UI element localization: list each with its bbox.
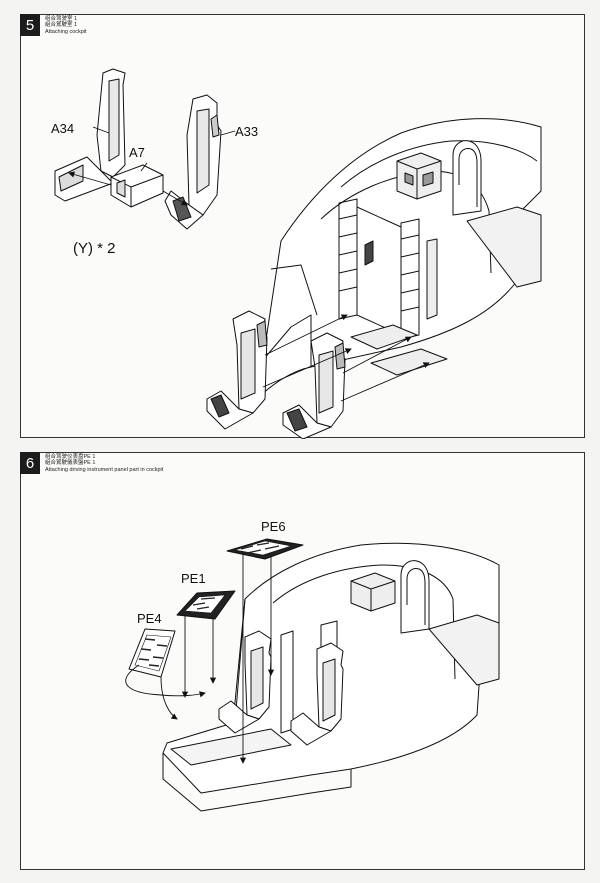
step-6-title-zh-traditional: 組合駕駛儀表盤PE 1	[45, 460, 96, 467]
step-5-number: 5	[20, 14, 40, 36]
step-5-title-en: Attaching cockpit	[45, 28, 87, 35]
step-6-title-zh-simplified: 组合驾驶仪表盘PE 1	[45, 454, 96, 460]
step-5-illustration: A34 A7 A33 (Y) * 2	[51, 68, 542, 439]
cockpit-tub	[256, 118, 542, 400]
step-6-number: 6	[20, 452, 40, 474]
label-quantity: (Y) * 2	[73, 240, 116, 257]
label-pe4: PE4	[137, 611, 162, 626]
step-6-illustration: PE6 PE1 PE4	[125, 519, 500, 812]
step-5-panel: 5 组合驾驶室 1 組合駕駛室 1 Attaching cockpit	[20, 14, 585, 439]
photo-etch-pe1	[176, 590, 236, 620]
step-5-title: 组合驾驶室 1 組合駕駛室 1 Attaching cockpit	[45, 16, 87, 35]
photo-etch-pe4	[128, 628, 176, 678]
label-a7: A7	[129, 145, 145, 160]
label-pe1: PE1	[181, 571, 206, 586]
step-6-title-en: Attaching driving instrument panel part …	[45, 466, 164, 473]
step-5-title-zh-simplified: 组合驾驶室 1	[45, 16, 78, 22]
step-5-title-zh-traditional: 組合駕駛室 1	[45, 22, 78, 29]
assembled-seat-left	[206, 310, 268, 430]
photo-etch-pe6	[226, 538, 304, 560]
seat-part-a34	[54, 68, 126, 202]
block-part-a7	[110, 164, 164, 208]
label-a34: A34	[51, 121, 74, 136]
seat-part-a33	[164, 94, 222, 230]
label-pe6: PE6	[261, 519, 286, 534]
cockpit-tub-with-seats	[162, 542, 500, 812]
assembled-seat-right	[282, 332, 346, 439]
step-6-panel: 6 组合驾驶仪表盘PE 1 組合駕駛儀表盤PE 1 Attaching driv…	[20, 452, 585, 870]
step-6-title: 组合驾驶仪表盘PE 1 組合駕駛儀表盤PE 1 Attaching drivin…	[45, 454, 163, 473]
label-a33: A33	[235, 124, 258, 139]
